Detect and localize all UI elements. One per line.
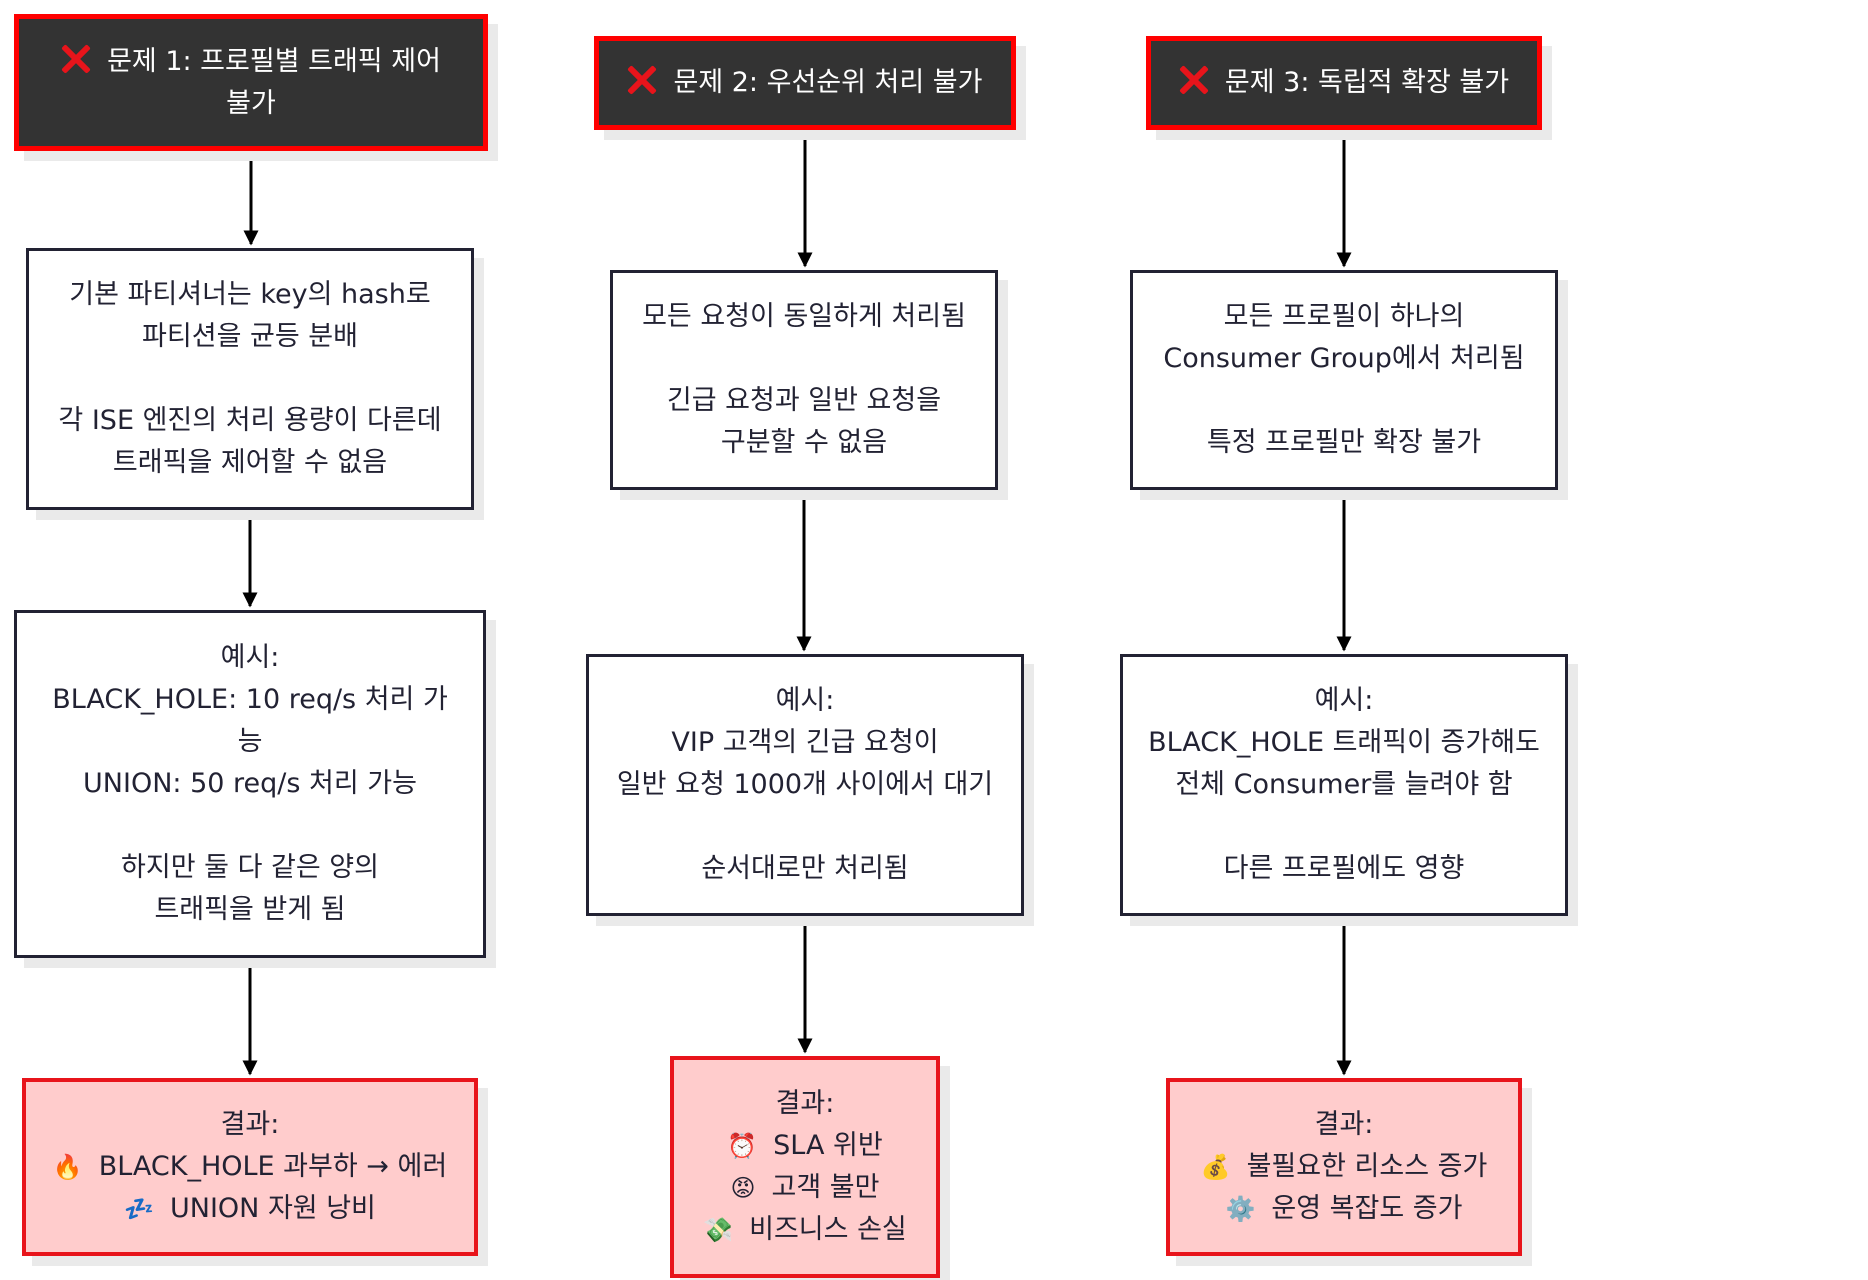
result-1-item-1-text: BLACK_HOLE 과부하 → 에러	[98, 1151, 448, 1182]
example-1-line-3: 능	[237, 726, 263, 757]
result-1-title: 결과:	[220, 1109, 280, 1140]
example-2-line-2: VIP 고객의 긴급 요청이	[671, 727, 939, 758]
cause-3-line-2: Consumer Group에서 처리됨	[1163, 343, 1525, 374]
cause-2-line-3: 긴급 요청과 일반 요청을	[666, 385, 942, 416]
problem-1-line-2: 불가	[226, 87, 276, 119]
result-2-item-2: 😡 고객 불만	[731, 1167, 880, 1209]
problem-1-line-1-text: 문제 1: 프로필별 트래픽 제어	[107, 45, 441, 77]
result-1-item-2-text: UNION 자원 낭비	[169, 1193, 376, 1224]
cross-mark-icon	[1179, 65, 1209, 95]
result-3-item-1-text: 불필요한 리소스 증가	[1246, 1151, 1488, 1182]
example-3-line-2: BLACK_HOLE 트래픽이 증가해도	[1148, 727, 1540, 758]
problem-3-node: 문제 3: 독립적 확장 불가	[1146, 36, 1542, 130]
result-2-item-3-text: 비즈니스 손실	[749, 1214, 907, 1245]
example-1-line-2: BLACK_HOLE: 10 req/s 처리 가	[52, 684, 448, 715]
cross-mark-icon	[61, 44, 91, 74]
result-3-item-1: 💰 불필요한 리소스 증가	[1201, 1146, 1488, 1188]
problem-3-line-1: 문제 3: 독립적 확장 불가	[1179, 62, 1509, 104]
problem-2-node: 문제 2: 우선순위 처리 불가	[594, 36, 1016, 130]
example-1-line-7: 트래픽을 받게 됨	[154, 894, 346, 925]
alarm-clock-icon: ⏰	[727, 1132, 758, 1160]
example-1-line-6: 하지만 둘 다 같은 양의	[121, 852, 379, 883]
result-2-item-3: 💸 비즈니스 손실	[703, 1209, 907, 1251]
cause-1-node: 기본 파티셔너는 key의 hash로 파티션을 균등 분배 각 ISE 엔진의…	[26, 248, 474, 510]
money-wings-icon: 💸	[703, 1216, 734, 1244]
angry-face-icon: 😡	[730, 1174, 756, 1202]
result-1-item-1: 🔥 BLACK_HOLE 과부하 → 에러	[53, 1146, 447, 1188]
cross-mark-icon	[627, 65, 657, 95]
cause-3-line-4: 특정 프로필만 확장 불가	[1206, 427, 1482, 458]
example-1-line-1: 예시:	[220, 642, 280, 673]
cause-1-line-5: 트래픽을 제어할 수 없음	[112, 447, 388, 478]
problem-1-node: 문제 1: 프로필별 트래픽 제어 불가	[14, 14, 488, 151]
problem-1-line-1: 문제 1: 프로필별 트래픽 제어	[61, 41, 441, 83]
example-2-line-3: 일반 요청 1000개 사이에서 대기	[616, 769, 994, 800]
result-2-item-2-text: 고객 불만	[771, 1172, 880, 1203]
cause-1-line-2: 파티션을 균등 분배	[142, 321, 358, 352]
cause-1-line-1: 기본 파티셔너는 key의 hash로	[69, 279, 431, 310]
example-3-line-5: 다른 프로필에도 영향	[1223, 853, 1465, 884]
example-3-line-1: 예시:	[1314, 685, 1374, 716]
example-2-node: 예시: VIP 고객의 긴급 요청이 일반 요청 1000개 사이에서 대기 순…	[586, 654, 1024, 916]
result-2-item-1: ⏰ SLA 위반	[727, 1125, 882, 1167]
fire-icon: 🔥	[52, 1153, 83, 1181]
result-2-item-1-text: SLA 위반	[773, 1130, 883, 1161]
result-1-node: 결과: 🔥 BLACK_HOLE 과부하 → 에러 💤 UNION 자원 낭비	[22, 1078, 478, 1256]
problem-3-line-1-text: 문제 3: 독립적 확장 불가	[1224, 67, 1510, 98]
cause-2-node: 모든 요청이 동일하게 처리됨 긴급 요청과 일반 요청을 구분할 수 없음	[610, 270, 998, 490]
problem-2-line-1: 문제 2: 우선순위 처리 불가	[627, 62, 982, 104]
cause-3-node: 모든 프로필이 하나의 Consumer Group에서 처리됨 특정 프로필만…	[1130, 270, 1558, 490]
problem-2-line-1-text: 문제 2: 우선순위 처리 불가	[673, 67, 983, 98]
result-2-title: 결과:	[775, 1088, 835, 1119]
example-1-line-4: UNION: 50 req/s 처리 가능	[83, 768, 417, 799]
example-3-line-3: 전체 Consumer를 늘려야 함	[1175, 769, 1513, 800]
result-3-item-2-text: 운영 복잡도 증가	[1271, 1193, 1463, 1224]
cause-3-line-1: 모든 프로필이 하나의	[1223, 301, 1465, 332]
example-1-node: 예시: BLACK_HOLE: 10 req/s 처리 가 능 UNION: 5…	[14, 610, 486, 958]
cause-2-line-4: 구분할 수 없음	[720, 427, 888, 458]
cause-1-line-4: 각 ISE 엔진의 처리 용량이 다른데	[58, 405, 442, 436]
result-3-node: 결과: 💰 불필요한 리소스 증가 ⚙️ 운영 복잡도 증가	[1166, 1078, 1522, 1256]
money-bag-icon: 💰	[1200, 1153, 1231, 1181]
example-2-line-5: 순서대로만 처리됨	[701, 853, 909, 884]
example-2-line-1: 예시:	[775, 685, 835, 716]
result-1-item-2: 💤 UNION 자원 낭비	[124, 1188, 376, 1230]
gear-icon: ⚙️	[1225, 1195, 1256, 1223]
example-3-node: 예시: BLACK_HOLE 트래픽이 증가해도 전체 Consumer를 늘려…	[1120, 654, 1568, 916]
result-3-item-2: ⚙️ 운영 복잡도 증가	[1226, 1188, 1463, 1230]
result-2-node: 결과: ⏰ SLA 위반 😡 고객 불만 💸 비즈니스 손실	[670, 1056, 940, 1278]
sleeping-icon: 💤	[124, 1195, 154, 1223]
cause-2-line-1: 모든 요청이 동일하게 처리됨	[642, 301, 966, 332]
result-3-title: 결과:	[1314, 1109, 1374, 1140]
